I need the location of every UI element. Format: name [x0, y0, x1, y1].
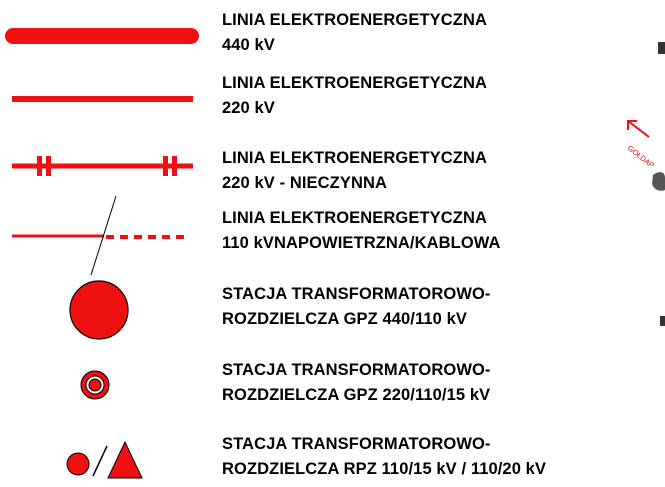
legend-label-line1: LINIA ELEKTROENERGETYCZNA: [222, 11, 487, 29]
legend-label-line2: 440 kV: [222, 36, 275, 54]
map-edge-mark-1: [658, 42, 665, 54]
map-edge-fragment: GOŁDAP: [626, 42, 665, 326]
legend-label-line1: STACJA TRANSFORMATOROWO-: [222, 361, 491, 379]
legend-label-line-440kv: LINIA ELEKTROENERGETYCZNA 440 kV: [222, 8, 487, 58]
legend-label-station-gpz-440: STACJA TRANSFORMATOROWO- ROZDZIELCZA GPZ…: [222, 282, 491, 332]
legend-label-line1: LINIA ELEKTROENERGETYCZNA: [222, 209, 487, 227]
station-gpz-440-110-symbol: [69, 280, 129, 340]
legend-label-line2: 220 kV: [222, 99, 275, 117]
legend-label-station-gpz-220: STACJA TRANSFORMATOROWO- ROZDZIELCZA GPZ…: [222, 358, 491, 408]
legend-label-line2: ROZDZIELCZA GPZ 220/110/15 kV: [222, 386, 491, 404]
station-gpz-220-110-15-symbol: [80, 370, 110, 400]
road-label-goldap: GOŁDAP: [626, 143, 656, 169]
legend-label-line1: STACJA TRANSFORMATOROWO-: [222, 435, 491, 453]
arrow-up-left-icon: [627, 120, 650, 138]
legend-label-line1: LINIA ELEKTROENERGETYCZNA: [222, 149, 487, 167]
legend-label-line1: LINIA ELEKTROENERGETYCZNA: [222, 74, 487, 92]
legend-label-line1: STACJA TRANSFORMATOROWO-: [222, 285, 491, 303]
legend-label-line2: ROZDZIELCZA GPZ 440/110 kV: [222, 310, 467, 328]
line-110kv-overhead-cable-symbol: [12, 195, 190, 276]
map-edge-mark-2: [660, 316, 665, 326]
legend-label-line2: ROZDZIELCZA RPZ 110/15 kV / 110/20 kV: [222, 460, 547, 478]
legend-label-line-220kv: LINIA ELEKTROENERGETYCZNA 220 kV: [222, 71, 487, 121]
legend-label-line2: 110 kVNAPOWIETRZNA/KABLOWA: [222, 234, 501, 252]
map-edge-gray-shape: [652, 172, 665, 191]
line-220kv-inactive-symbol: [12, 156, 193, 176]
legend-label-station-rpz-110: STACJA TRANSFORMATOROWO- ROZDZIELCZA RPZ…: [222, 432, 546, 482]
legend-label-line-110kv: LINIA ELEKTROENERGETYCZNA 110 kVNAPOWIET…: [222, 206, 501, 256]
legend-label-line2: 220 kV - NIECZYNNA: [222, 174, 388, 192]
station-rpz-110-symbol: [66, 440, 143, 479]
legend-label-line-220kv-inactive: LINIA ELEKTROENERGETYCZNA 220 kV - NIECZ…: [222, 146, 487, 196]
